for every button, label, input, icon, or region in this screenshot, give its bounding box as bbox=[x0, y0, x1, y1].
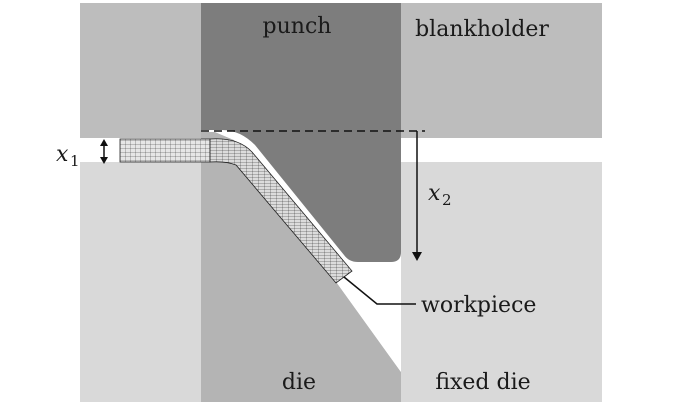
x2-label-sub: 2 bbox=[442, 191, 452, 209]
punch-block bbox=[201, 3, 401, 262]
die-label: die bbox=[282, 370, 316, 395]
fixed-die-left-block bbox=[80, 162, 201, 402]
x1-arrow-head-up bbox=[100, 139, 108, 146]
workpiece-leader-line bbox=[343, 276, 416, 305]
x1-label-sub: 1 bbox=[70, 152, 80, 170]
x2-label-var: x bbox=[428, 181, 441, 206]
workpiece-label: workpiece bbox=[421, 293, 536, 318]
x1-arrow-head-down bbox=[100, 157, 108, 164]
die-block bbox=[201, 132, 401, 402]
fixed-die-block bbox=[401, 162, 602, 402]
fixed-die-label: fixed die bbox=[435, 370, 530, 395]
workpiece-flat-mesh bbox=[119, 138, 211, 163]
blankholder-label: blankholder bbox=[415, 17, 549, 42]
blankholder-left-block bbox=[80, 3, 201, 138]
x2-arrow-head bbox=[412, 252, 422, 261]
workpiece-inclined-mesh bbox=[209, 138, 353, 284]
x1-label-var: x bbox=[56, 142, 69, 167]
punch-label: punch bbox=[263, 14, 332, 39]
blankholder-block bbox=[401, 3, 602, 138]
